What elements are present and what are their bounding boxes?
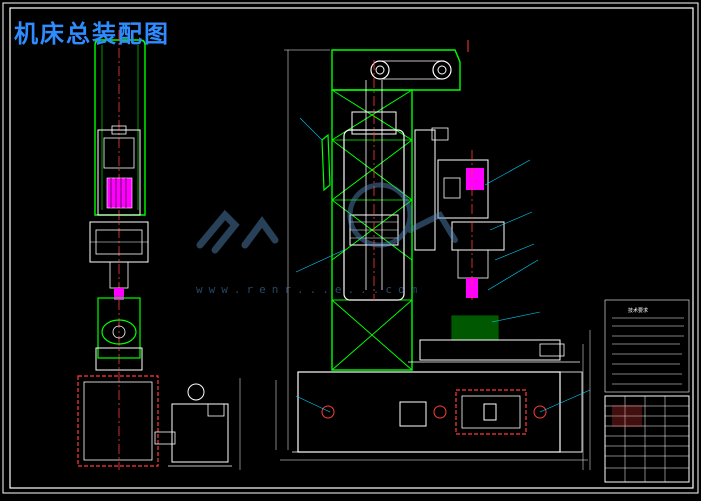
lattice-column	[331, 89, 413, 371]
side-base	[77, 375, 159, 467]
machine-base	[297, 371, 561, 453]
outer-frame	[2, 2, 699, 494]
notes-area: 技术要求	[604, 299, 690, 483]
side-gearbox	[101, 319, 137, 345]
watermark-logo	[196, 182, 458, 254]
side-column	[94, 39, 146, 216]
notes-heading: 技术要求	[628, 307, 648, 314]
watermark-url: www.renr...e...com	[196, 283, 424, 296]
column-cap	[331, 49, 461, 91]
pulley-right	[432, 60, 452, 80]
feed-cylinder	[414, 129, 436, 251]
leader-1	[299, 117, 323, 141]
vise	[451, 315, 499, 341]
side-view	[77, 30, 241, 470]
left-guide	[321, 133, 331, 192]
drill-motor	[466, 168, 484, 190]
drill-head	[437, 159, 489, 219]
hydraulic-tank	[171, 403, 229, 463]
drawing-title: 机床总装配图	[14, 20, 170, 48]
side-spindle	[114, 288, 124, 300]
front-view	[275, 40, 591, 470]
notes-box	[604, 299, 690, 393]
inner-frame	[9, 7, 694, 489]
base-window	[455, 389, 527, 435]
title-block	[604, 395, 690, 483]
side-motor-housing	[97, 129, 141, 216]
drill-spindle	[466, 278, 478, 298]
worktable	[419, 339, 561, 361]
